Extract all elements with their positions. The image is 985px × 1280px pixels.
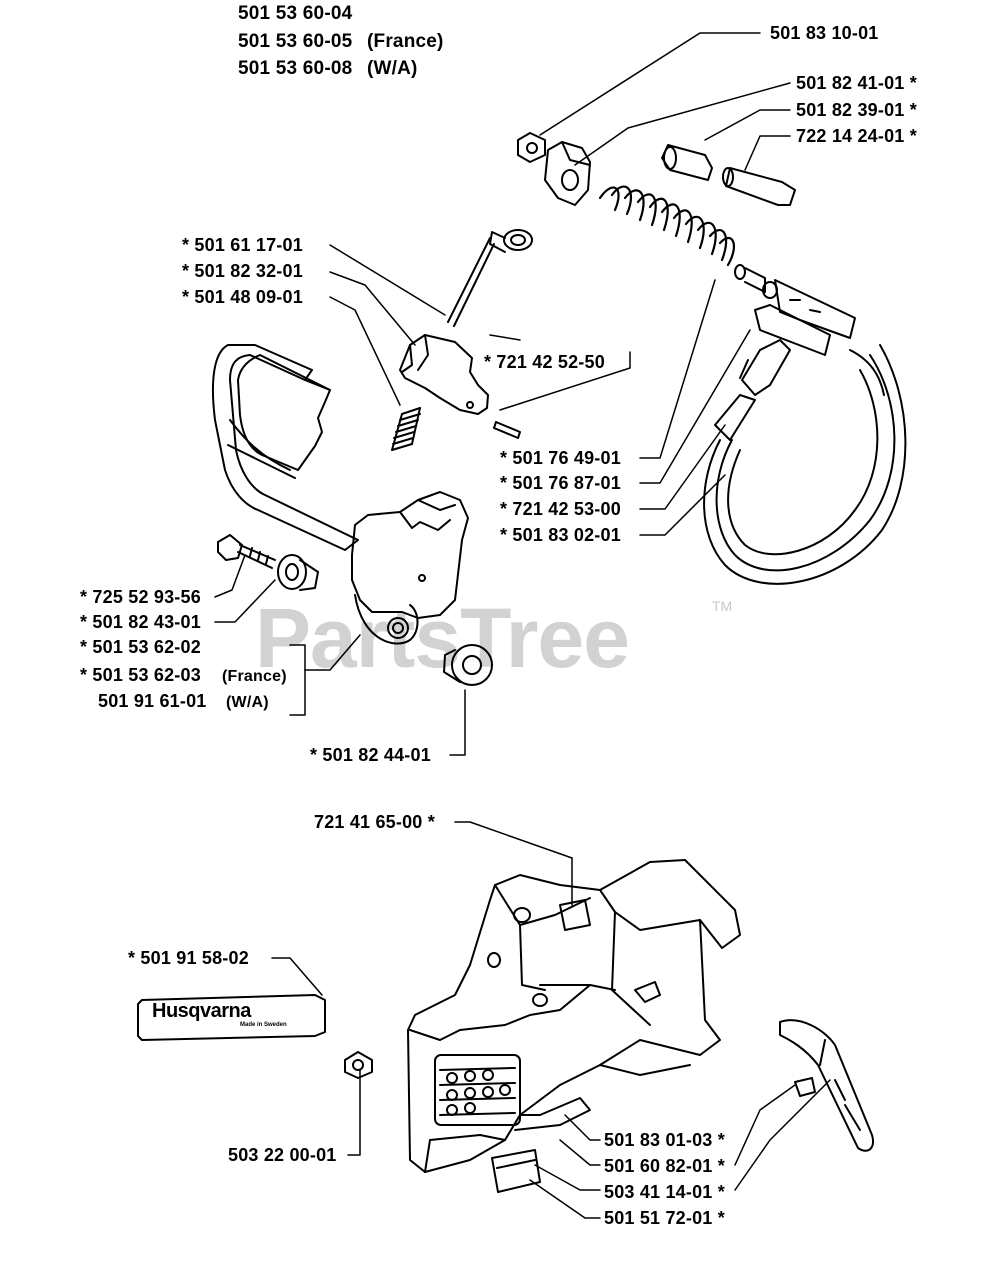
chain-catcher [780,1020,873,1151]
part-label: * 725 52 93-56 [80,587,201,607]
catch-bracket [400,335,488,414]
header-line-3-note: (W/A) [367,58,418,79]
logo-decal [138,995,325,1040]
part-label: 501 82 39-01 * [796,100,917,120]
part-label: 501 82 41-01 * [796,73,917,93]
nut-top [518,133,545,162]
part-label: 501 51 72-01 * [604,1208,725,1228]
brake-band [704,345,905,584]
spring-rod [735,265,777,298]
part-label: * 501 61 17-01 [182,235,303,255]
part-label: 501 83 01-03 * [604,1130,725,1150]
logo-subtext: Made in Sweden [240,1022,287,1028]
nut-washer [278,555,318,590]
part-label: 503 22 00-01 [228,1145,337,1165]
clutch-cover [408,860,740,1172]
part-label: 501 91 61-01 [98,691,207,711]
small-pin [494,422,520,438]
brake-lever [352,492,468,644]
part-label: 501 60 82-01 * [604,1156,725,1176]
part-label: 501 83 10-01 [770,23,879,43]
part-label-note: (W/A) [226,694,269,711]
clamp-block [545,142,590,205]
bolt [218,535,275,568]
small-spring [392,408,420,450]
main-spring [600,187,734,265]
part-label: * 501 76 87-01 [500,473,621,493]
part-label: 721 41 65-00 * [314,812,435,832]
pin-knob [448,230,532,326]
part-label: * 721 42 53-00 [500,499,621,519]
header-line-1: 501 53 60-04 [238,3,353,24]
part-label: * 501 82 44-01 [310,745,431,765]
part-label: * 501 76 49-01 [500,448,621,468]
part-label: * 501 82 32-01 [182,261,303,281]
brake-handle [213,345,358,550]
leader-lines-bottom [272,822,830,1218]
band-link [715,340,790,440]
header-line-2: 501 53 60-05 [238,31,353,52]
part-label: * 501 91 58-02 [128,948,249,968]
cover-nut [345,1052,372,1078]
watermark-trademark: TM [712,598,733,614]
part-label-note: (France) [222,668,287,685]
cover-insert [492,1150,540,1192]
pin-long [723,168,795,205]
sleeve [662,145,712,180]
part-label: * 501 53 62-02 [80,637,201,657]
part-label: * 721 42 52-50 [484,352,605,372]
header-line-3: 501 53 60-08 [238,58,353,79]
part-label: * 501 83 02-01 [500,525,621,545]
part-label: * 501 48 09-01 [182,287,303,307]
cap [444,645,492,685]
part-label: * 501 53 62-03 [80,665,201,685]
part-label: 722 14 24-01 * [796,126,917,146]
leader-lines-top [215,33,790,755]
part-label: * 501 82 43-01 [80,612,201,632]
logo-text: Husqvarna [152,1000,251,1022]
header-line-2-note: (France) [367,31,444,52]
brake-band-bracket [755,280,855,355]
part-label: 503 41 14-01 * [604,1182,725,1202]
